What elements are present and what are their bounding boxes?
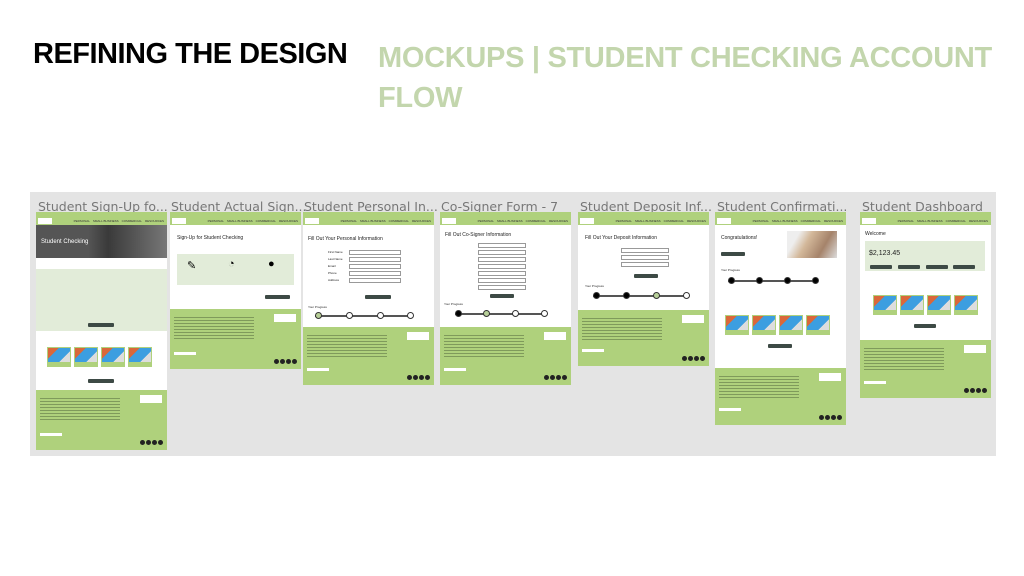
- hero-image: [36, 225, 167, 258]
- cta-button[interactable]: [721, 252, 745, 256]
- slide-subtitle: MOCKUPS | STUDENT CHECKING ACCOUNT FLOW: [378, 42, 992, 114]
- screen-title[interactable]: Student Personal In...: [304, 199, 438, 214]
- hero-title: Student Checking: [41, 239, 89, 245]
- next-button[interactable]: [490, 294, 514, 298]
- pencil-icon: ✎: [187, 260, 197, 272]
- screen-title[interactable]: Student Confirmati...: [717, 199, 848, 214]
- phone-input[interactable]: [349, 271, 401, 276]
- first-name-input[interactable]: [349, 250, 401, 255]
- screen-title[interactable]: Student Actual Sign...: [171, 199, 307, 214]
- next-button[interactable]: [634, 274, 658, 278]
- screen-title[interactable]: Student Dashboard: [862, 199, 983, 214]
- page-heading: Sign-Up for Student Checking: [177, 235, 244, 241]
- photo: [787, 231, 837, 258]
- globe-icon: ●: [268, 258, 275, 270]
- screen-title[interactable]: Co-Signer Form - 7: [441, 199, 559, 214]
- page-heading: Fill Out Your Personal Information: [308, 236, 383, 242]
- page-heading: Welcome: [865, 231, 886, 237]
- clock-icon: ◔: [228, 258, 235, 270]
- email-input[interactable]: [349, 264, 401, 269]
- progress-bar: [315, 312, 414, 319]
- continue-button[interactable]: [265, 295, 290, 299]
- page-heading: Fill Out Co-Signer Information: [445, 232, 512, 238]
- account-balance: $2,123.45: [869, 250, 901, 257]
- last-name-input[interactable]: [349, 257, 401, 262]
- next-button[interactable]: [365, 295, 391, 299]
- screen-title[interactable]: Student Deposit Inf...: [580, 199, 712, 214]
- slide-title: REFINING THE DESIGN: [33, 38, 348, 70]
- address-input[interactable]: [349, 278, 401, 283]
- page-heading: Fill Out Your Deposit Information: [585, 235, 657, 241]
- screen-title[interactable]: Student Sign-Up fo...: [38, 199, 168, 214]
- page-heading: Congratulations!: [721, 235, 758, 241]
